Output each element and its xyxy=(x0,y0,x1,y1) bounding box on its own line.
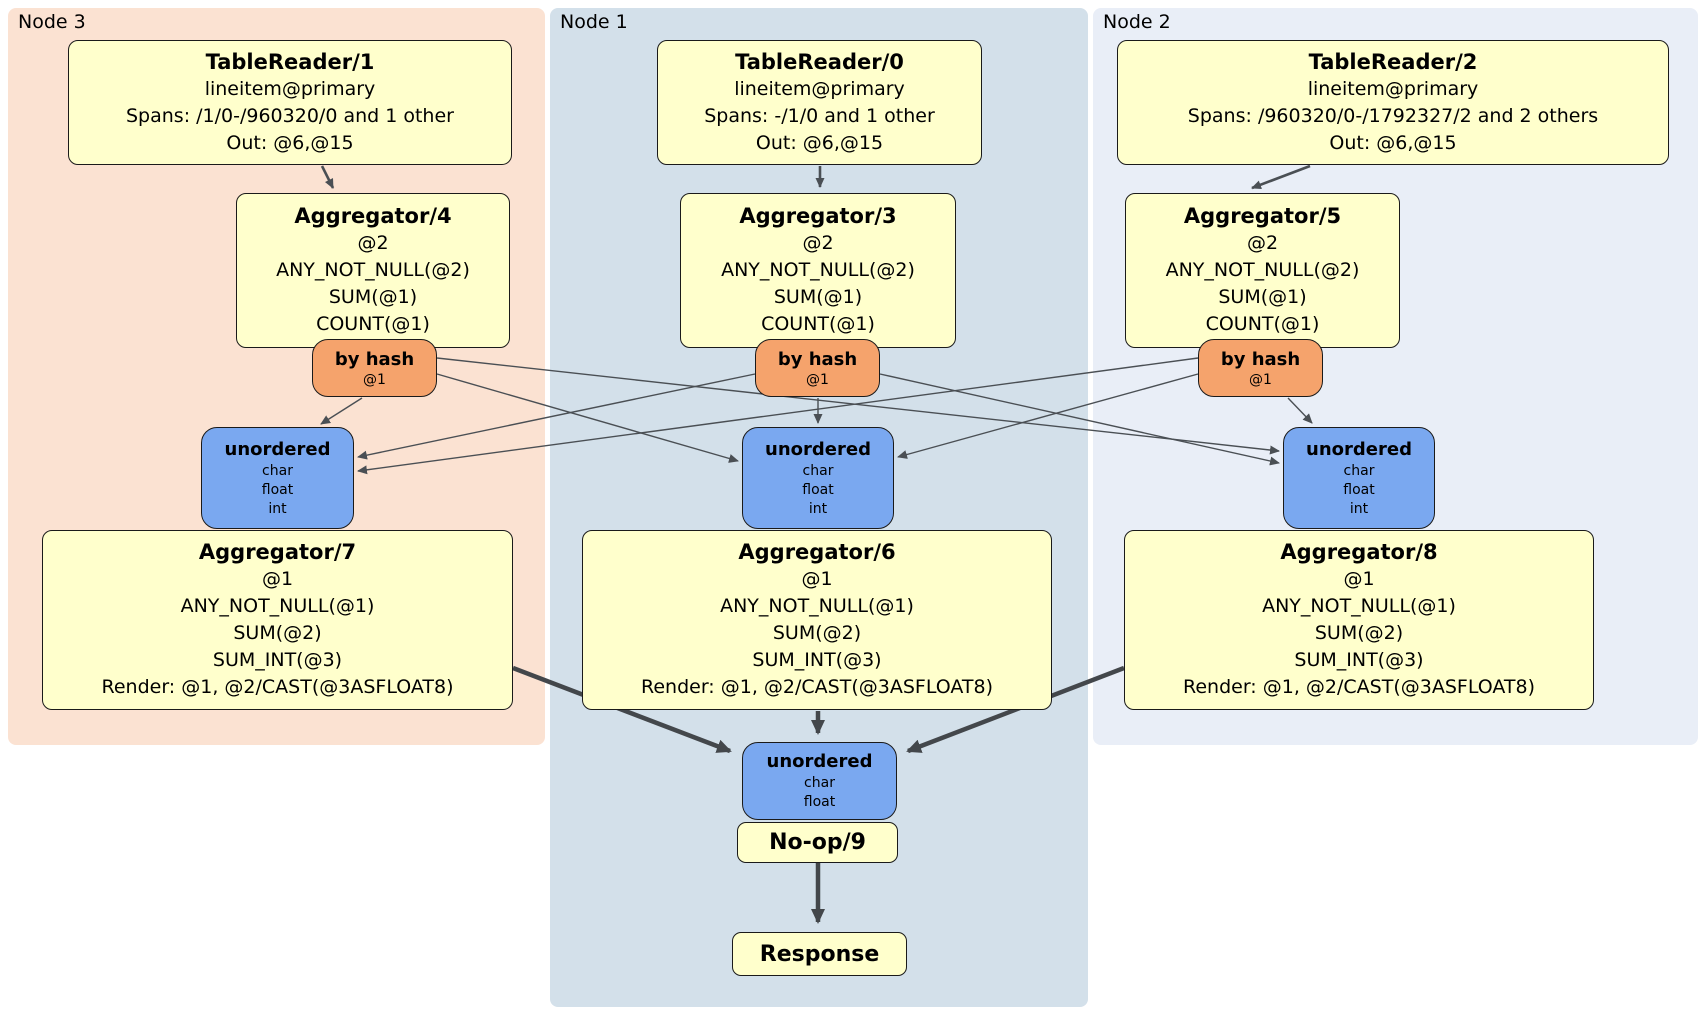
edge-hash3-sync3 xyxy=(320,397,363,425)
aggregator7-title: Aggregator/7 xyxy=(198,540,357,564)
edge-tablereader2-aggregator5 xyxy=(1251,164,1311,190)
aggregator8-box: Aggregator/8 @1 ANY_NOT_NULL(@1) SUM(@2)… xyxy=(1124,530,1594,710)
aggregator3-box: Aggregator/3 @2 ANY_NOT_NULL(@2) SUM(@1)… xyxy=(680,193,956,348)
node3-region-label: Node 3 xyxy=(18,11,86,33)
response-box: Response xyxy=(732,932,907,976)
node1-region-label: Node 1 xyxy=(560,11,628,33)
unordered-sync-node1: unordered char float int xyxy=(742,427,894,529)
tablereader2-box: TableReader/2 lineitem@primary Spans: /9… xyxy=(1117,40,1669,165)
edge-tablereader1-aggregator4 xyxy=(320,165,335,189)
hash-router-node3: by hash @1 xyxy=(312,339,437,397)
edge-hash2-sync1 xyxy=(897,373,1199,459)
node2-region-label: Node 2 xyxy=(1103,11,1171,33)
tablereader0-title: TableReader/0 xyxy=(735,49,904,74)
unordered-sync-node2: unordered char float int xyxy=(1283,427,1435,529)
unordered-sync-node3: unordered char float int xyxy=(201,427,354,529)
edge-hash3-sync1 xyxy=(436,373,739,463)
edge-hash1-sync3 xyxy=(357,373,756,460)
noop-box: No-op/9 xyxy=(737,822,898,863)
aggregator5-title: Aggregator/5 xyxy=(1183,204,1342,228)
tablereader2-title: TableReader/2 xyxy=(1308,49,1478,74)
edge-hash3-sync2 xyxy=(436,357,1280,455)
hash-router-node1: by hash @1 xyxy=(755,339,880,397)
tablereader1-title: TableReader/1 xyxy=(205,49,375,74)
aggregator4-title: Aggregator/4 xyxy=(294,204,452,228)
tablereader1-box: TableReader/1 lineitem@primary Spans: /1… xyxy=(68,40,512,165)
tablereader0-box: TableReader/0 lineitem@primary Spans: -/… xyxy=(657,40,982,165)
aggregator8-title: Aggregator/8 xyxy=(1280,540,1438,564)
edge-hash2-sync2 xyxy=(1287,397,1313,424)
aggregator6-box: Aggregator/6 @1 ANY_NOT_NULL(@1) SUM(@2)… xyxy=(582,530,1052,710)
aggregator4-box: Aggregator/4 @2 ANY_NOT_NULL(@2) SUM(@1)… xyxy=(236,193,510,348)
hash-router-node2: by hash @1 xyxy=(1198,339,1323,397)
aggregator5-box: Aggregator/5 @2 ANY_NOT_NULL(@2) SUM(@1)… xyxy=(1125,193,1400,348)
edge-hash2-sync3 xyxy=(357,357,1199,475)
edge-hash1-sync2 xyxy=(879,373,1280,466)
aggregator7-box: Aggregator/7 @1 ANY_NOT_NULL(@1) SUM(@2)… xyxy=(42,530,513,710)
unordered-sync-final: unordered char float xyxy=(742,742,897,820)
aggregator6-title: Aggregator/6 xyxy=(738,540,896,564)
aggregator3-title: Aggregator/3 xyxy=(739,204,897,228)
